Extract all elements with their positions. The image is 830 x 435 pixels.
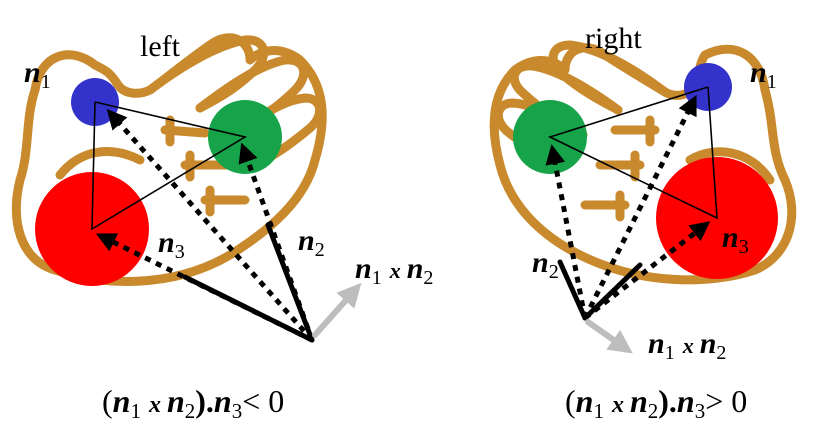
left-n2-label: n2 bbox=[298, 224, 325, 261]
right-n1-label: n1 bbox=[750, 56, 777, 93]
left-hand-group bbox=[11, 33, 362, 343]
right-hand-group bbox=[489, 40, 797, 354]
right-thumb bbox=[685, 147, 775, 185]
right-solid-1 bbox=[557, 259, 588, 321]
right-vector-n3 bbox=[583, 221, 711, 320]
left-solid-1 bbox=[265, 222, 315, 343]
right-cross-arrow bbox=[585, 319, 633, 354]
right-n2-label: n2 bbox=[532, 246, 559, 283]
left-vector-n1 bbox=[106, 109, 314, 342]
left-triangle bbox=[91, 101, 248, 231]
right-vector-n1 bbox=[582, 94, 697, 320]
left-knuckle-1 bbox=[160, 115, 210, 147]
left-n1-label: n1 bbox=[24, 56, 51, 93]
right-knuckle-1 bbox=[610, 115, 660, 147]
right-knuckle-3 bbox=[580, 190, 630, 222]
right-solid-2 bbox=[582, 262, 643, 321]
right-knuckle-2 bbox=[595, 150, 645, 182]
right-vector-n2 bbox=[545, 144, 588, 319]
left-cross-arrow bbox=[312, 282, 362, 338]
right-n3-label: n3 bbox=[722, 221, 749, 258]
right-title: right bbox=[585, 22, 642, 55]
left-n3-label: n3 bbox=[158, 226, 185, 263]
right-triangle bbox=[547, 86, 718, 220]
left-solid-2 bbox=[182, 274, 315, 343]
left-knuckle-3 bbox=[200, 185, 250, 217]
left-title: left bbox=[140, 30, 181, 63]
left-thumb bbox=[55, 147, 145, 180]
